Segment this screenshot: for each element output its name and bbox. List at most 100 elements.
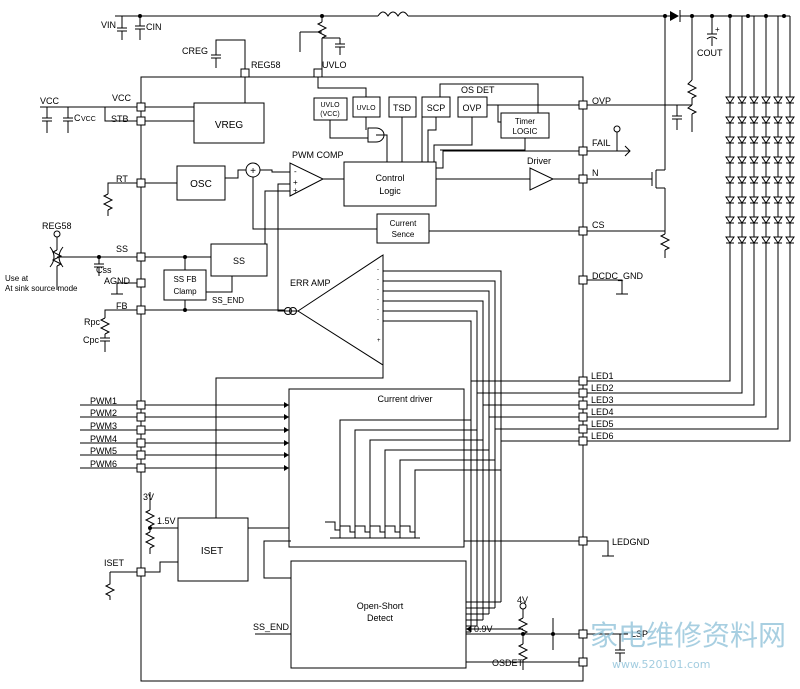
led-diode — [785, 176, 795, 184]
ext-c-label: C — [74, 113, 81, 123]
tsd-label: TSD — [393, 103, 412, 113]
watermark-url: www.520101.com — [612, 658, 710, 671]
led-diode — [737, 196, 747, 204]
led-bus — [339, 270, 579, 633]
ext-vcc: VCC — [40, 96, 60, 106]
led-diode — [773, 136, 783, 144]
switch-mosfet — [587, 16, 671, 258]
ext-1-5v: 1.5V — [157, 516, 176, 526]
led-diode — [761, 196, 771, 204]
adder-plus: + — [250, 166, 256, 177]
ss-fb-clamp-block — [163, 269, 207, 301]
pin-led4: LED4 — [591, 407, 614, 417]
ovp-label: OVP — [462, 103, 481, 113]
osc-label: OSC — [190, 179, 212, 190]
pwm-comp-plus1: + — [293, 178, 298, 187]
fb-network — [99, 309, 137, 352]
agnd-symbol — [111, 282, 137, 295]
timer-l2: LOGIC — [513, 127, 538, 136]
dcdc-gnd-symbol — [587, 279, 628, 295]
lsp-network — [466, 602, 628, 670]
led-diode — [773, 216, 783, 224]
and-gate — [367, 127, 385, 143]
pin-pwm5: PWM5 — [90, 446, 117, 456]
timer-logic-block — [500, 112, 550, 139]
ext-reg58: REG58 — [42, 221, 72, 231]
pin-lsp: LSP — [631, 629, 648, 639]
led-diode — [761, 216, 771, 224]
pin-pwm6: PWM6 — [90, 459, 117, 469]
cout-plus: + — [715, 25, 720, 34]
led-diode — [773, 196, 783, 204]
led-diode — [737, 96, 747, 104]
driver-mosfets — [325, 520, 420, 539]
ext-cout: COUT — [697, 48, 723, 58]
ext-4v: 4V — [517, 595, 528, 605]
internal-wiring — [145, 77, 579, 663]
vreg-label: VREG — [215, 120, 244, 131]
control-logic-l1: Control — [375, 173, 404, 183]
err-amp — [297, 254, 384, 366]
pin-pwm3: PWM3 — [90, 421, 117, 431]
ext-vin: VIN — [101, 20, 116, 30]
led-diode — [725, 236, 735, 244]
pin-fb: FB — [116, 301, 128, 311]
led-diode — [749, 196, 759, 204]
led-diode — [761, 96, 771, 104]
open-short-l2: Detect — [367, 613, 394, 623]
pin-led6: LED6 — [591, 431, 614, 441]
pin-vcc: VCC — [112, 93, 132, 103]
pwm-wires — [80, 402, 289, 471]
current-sence-l2: Sence — [392, 230, 415, 239]
led-diode — [785, 236, 795, 244]
open-short-l1: Open-Short — [357, 601, 404, 611]
pwm-comp-label: PWM COMP — [292, 150, 344, 160]
ss-block-label: SS — [233, 256, 245, 266]
pwm-comparator — [289, 162, 325, 197]
pin-rt: RT — [116, 174, 128, 184]
svg-text:+: + — [377, 338, 381, 344]
led-diode — [725, 196, 735, 204]
led-diode — [749, 96, 759, 104]
led-diode — [773, 96, 783, 104]
pin-cs: CS — [592, 220, 605, 230]
led-diode — [761, 176, 771, 184]
os-det-label: OS DET — [461, 85, 495, 95]
pin-n: N — [592, 168, 599, 178]
led-diode — [749, 216, 759, 224]
pin-ovp: OVP — [592, 96, 611, 106]
fail-pullup — [587, 125, 631, 157]
svg-text:-: - — [377, 287, 379, 293]
led-diode — [725, 116, 735, 124]
pin-uvlo: UVLO — [322, 60, 347, 70]
ledgnd-symbol — [587, 540, 614, 557]
rt-network — [102, 182, 137, 216]
led-diode — [737, 236, 747, 244]
pin-led3: LED3 — [591, 395, 614, 405]
svg-text:-: - — [377, 297, 379, 303]
led-diode — [737, 116, 747, 124]
ext-use-at-2: At sink source mode — [5, 284, 78, 293]
led-diode — [785, 136, 795, 144]
schottky-diode — [670, 11, 679, 21]
err-amp-inputs: - - - - - - + — [377, 267, 381, 344]
svg-text:-: - — [377, 317, 379, 323]
led-diode — [785, 116, 795, 124]
ss-fb-clamp-l1: SS FB — [173, 275, 196, 284]
iset-network — [104, 492, 178, 600]
led-diode — [785, 196, 795, 204]
ext-rpc: Rpc — [84, 317, 101, 327]
timer-l1: Timer — [515, 117, 535, 126]
scp-label: SCP — [427, 103, 446, 113]
led-diode — [785, 216, 795, 224]
uvlo-label: UVLO — [356, 105, 376, 112]
led-diode — [749, 116, 759, 124]
uvlo-vcc-l2: (VCC) — [320, 111, 339, 118]
ss-fb-clamp-l2: Clamp — [173, 287, 197, 296]
led-diode — [761, 116, 771, 124]
ss-end-label-1: SS_END — [212, 296, 244, 305]
ext-cpc: Cpc — [83, 335, 100, 345]
svg-text:-: - — [377, 277, 379, 283]
current-sence-l1: Current — [390, 219, 417, 228]
